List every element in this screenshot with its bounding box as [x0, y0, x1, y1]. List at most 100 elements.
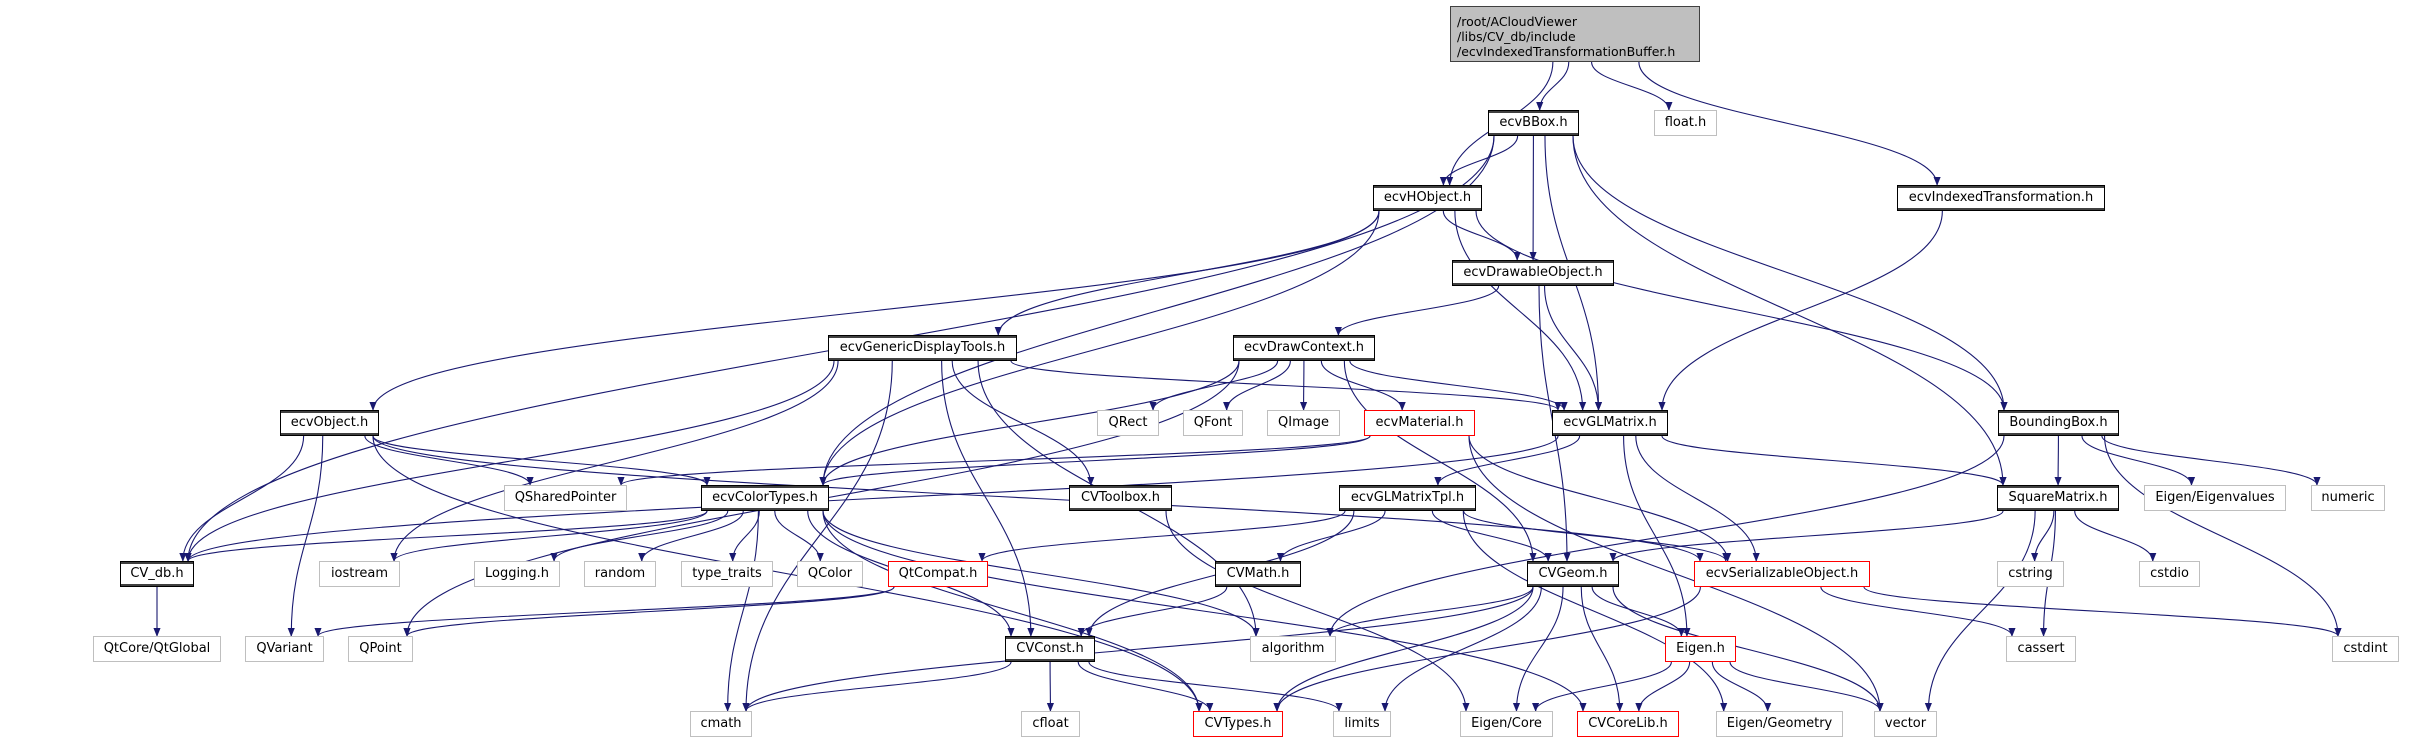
- node-numeric: numeric: [2311, 485, 2385, 511]
- node-ecvhobject[interactable]: ecvHObject.h: [1373, 185, 1482, 211]
- node-qvariant: QVariant: [245, 636, 324, 662]
- node-qrect: QRect: [1097, 410, 1159, 436]
- node-ecvglmatrix[interactable]: ecvGLMatrix.h: [1552, 410, 1668, 436]
- node-cvgeom[interactable]: CVGeom.h: [1527, 561, 1619, 587]
- edge-CVConst-to-cmath: [742, 661, 1012, 712]
- edge-SquareMatrix-to-cstdio: [2074, 510, 2157, 562]
- node-root[interactable]: /root/ACloudViewer /libs/CV_db/include /…: [1450, 6, 1700, 62]
- edge-ecvGLMatrixTpl-to-CVGeom: [1431, 510, 1552, 562]
- edge-ecvBBox-to-ecvHObject: [1439, 135, 1519, 186]
- edge-ecvGLMatrix-to-SquareMatrix: [1661, 435, 2007, 486]
- node-float: float.h: [1654, 110, 1717, 136]
- node-qfont: QFont: [1183, 410, 1243, 436]
- edge-SquareMatrix-to-CVGeom: [1609, 510, 2004, 562]
- edge-CVGeom-to-CVCoreLib: [1580, 586, 1624, 712]
- edge-root-to-ecvBBox: [1536, 61, 1570, 111]
- edge-ecvColorTypes-to-CVTypes: [822, 510, 1203, 712]
- edge-ecvIndexedTransformation-to-ecvGLMatrix: [1658, 210, 1943, 411]
- edge-ecvBBox-to-SquareMatrix: [1572, 135, 2007, 486]
- node-ecvcolortypes[interactable]: ecvColorTypes.h: [701, 485, 829, 511]
- edge-CVGeom-to-CVTypes: [1273, 586, 1534, 712]
- node-ecvgenericdisplaytools[interactable]: ecvGenericDisplayTools.h: [828, 335, 1017, 361]
- edge-CVGeom-to-EigenCore: [1512, 586, 1564, 712]
- edge-ecvGLMatrixTpl-to-EigenGeometry: [1462, 510, 1728, 712]
- edge-CVGeom-to-limits: [1381, 586, 1542, 712]
- node-squarematrix[interactable]: SquareMatrix.h: [1997, 485, 2119, 511]
- node-cstdio: cstdio: [2139, 561, 2200, 587]
- edge-CVGeom-to-Eigen: [1591, 586, 1685, 637]
- edge-ecvColorTypes-to-cmath: [724, 510, 759, 712]
- node-ecvdrawcontext[interactable]: ecvDrawContext.h: [1233, 335, 1375, 361]
- edge-ecvSerializableObject-to-CVTypes: [1273, 586, 1701, 712]
- edge-ecvHObject-to-ecvObject: [369, 210, 1380, 411]
- edge-root-to-float: [1591, 61, 1673, 111]
- edge-ecvColorTypes-to-Logging: [550, 510, 729, 562]
- edge-ecvSerializableObject-to-cassert: [1820, 586, 2016, 637]
- node-logging: Logging.h: [474, 561, 560, 587]
- node-ecvserializableobject[interactable]: ecvSerializableObject.h: [1694, 561, 1870, 587]
- edge-ecvGLMatrix-to-ecvGLMatrixTpl: [1434, 435, 1581, 486]
- edge-CVConst-to-limits: [1088, 661, 1343, 712]
- edge-CVConst-to-CVTypes: [1077, 661, 1214, 712]
- node-qimage: QImage: [1267, 410, 1340, 436]
- edge-ecvDrawContext-to-QRect: [1149, 360, 1279, 411]
- edge-ecvMaterial-to-ecvColorTypes: [819, 435, 1371, 486]
- edge-ecvColorTypes-to-iostream: [390, 510, 708, 562]
- edge-BoundingBox-to-EigenEigenvalues: [2081, 435, 2196, 486]
- edge-ecvHObject-to-ecvGenericDisplayTools: [994, 210, 1380, 336]
- edge-ecvGLMatrixTpl-to-ecvSerializableObject: [1463, 510, 1730, 562]
- edge-ecvHObject-to-ecvDrawableObject: [1442, 210, 1521, 261]
- node-cvtoolbox[interactable]: CVToolbox.h: [1069, 485, 1172, 511]
- edge-ecvGLMatrixTpl-to-QtCompat: [978, 510, 1346, 562]
- node-type-traits: type_traits: [681, 561, 773, 587]
- edge-SquareMatrix-to-vector: [1924, 510, 2036, 712]
- edge-Eigen-to-CVCoreLib: [1635, 661, 1691, 712]
- node-cvmath[interactable]: CVMath.h: [1215, 561, 1301, 587]
- node-cv-db[interactable]: CV_db.h: [120, 561, 194, 587]
- edge-Eigen-to-EigenGeometry: [1711, 661, 1772, 712]
- node-cvcorelib[interactable]: CVCoreLib.h: [1577, 711, 1679, 737]
- edge-ecvDrawContext-to-ecvColorTypes: [819, 360, 1240, 486]
- edge-ecvObject-to-CVTypes: [372, 435, 1203, 712]
- edge-Eigen-to-vector: [1729, 661, 1884, 712]
- edge-CVToolbox-to-EigenCore: [1165, 510, 1470, 712]
- edge-ecvMaterial-to-QSharedPointer: [617, 435, 1371, 486]
- node-ecvbbox[interactable]: ecvBBox.h: [1488, 110, 1579, 136]
- node-ecvobject[interactable]: ecvObject.h: [280, 410, 379, 436]
- edge-ecvDrawableObject-to-ecvDrawContext: [1334, 285, 1500, 336]
- edge-QtCompat-to-QPoint: [403, 586, 895, 637]
- node-qtglobal: QtCore/QtGlobal: [93, 636, 221, 662]
- edge-ecvGLMatrix-to-ecvSerializableObject: [1635, 435, 1760, 562]
- edge-ecvColorTypes-to-CVCoreLib: [822, 510, 1587, 712]
- edge-CVGeom-to-vector: [1612, 586, 1884, 712]
- node-cvtypes[interactable]: CVTypes.h: [1193, 711, 1283, 737]
- edge-ecvDrawContext-to-ecvGLMatrix: [1349, 360, 1568, 411]
- node-ecvmaterial[interactable]: ecvMaterial.h: [1364, 410, 1475, 436]
- node-ecvindexedtransformation[interactable]: ecvIndexedTransformation.h: [1897, 185, 2105, 211]
- node-algorithm: algorithm: [1250, 636, 1336, 662]
- edge-ecvGenericDisplayTools-to-CVToolbox: [951, 360, 1095, 486]
- edge-CVMath-to-CVConst: [1077, 586, 1228, 637]
- node-cvconst[interactable]: CVConst.h: [1005, 636, 1095, 662]
- node-ecvdrawableobject[interactable]: ecvDrawableObject.h: [1452, 260, 1614, 286]
- node-eigeneigenvalues: Eigen/Eigenvalues: [2144, 485, 2286, 511]
- node-boundingbox[interactable]: BoundingBox.h: [1998, 410, 2119, 436]
- edge-ecvObject-to-QVariant: [287, 435, 324, 637]
- node-qtcompat[interactable]: QtCompat.h: [888, 561, 988, 587]
- node-qsharedpointer: QSharedPointer: [504, 485, 627, 511]
- node-qpoint: QPoint: [348, 636, 413, 662]
- edge-ecvSerializableObject-to-cstdint: [1863, 586, 2342, 637]
- edge-ecvObject-to-ecvColorTypes: [372, 435, 711, 486]
- node-ecvglmatrixtpl[interactable]: ecvGLMatrixTpl.h: [1339, 485, 1476, 511]
- edge-ecvGenericDisplayTools-to-iostream: [390, 360, 839, 562]
- node-vector: vector: [1874, 711, 1937, 737]
- edge-ecvDrawContext-to-QFont: [1223, 360, 1291, 411]
- edge-ecvHObject-to-ecvGLMatrix: [1454, 210, 1587, 411]
- node-eigen[interactable]: Eigen.h: [1665, 636, 1736, 662]
- node-cstring: cstring: [1997, 561, 2064, 587]
- node-cmath: cmath: [690, 711, 752, 737]
- edge-ecvGLMatrix-to-Eigen: [1623, 435, 1691, 637]
- node-eigengeometry: Eigen/Geometry: [1716, 711, 1843, 737]
- edge-ecvColorTypes-to-CV_db: [184, 510, 708, 562]
